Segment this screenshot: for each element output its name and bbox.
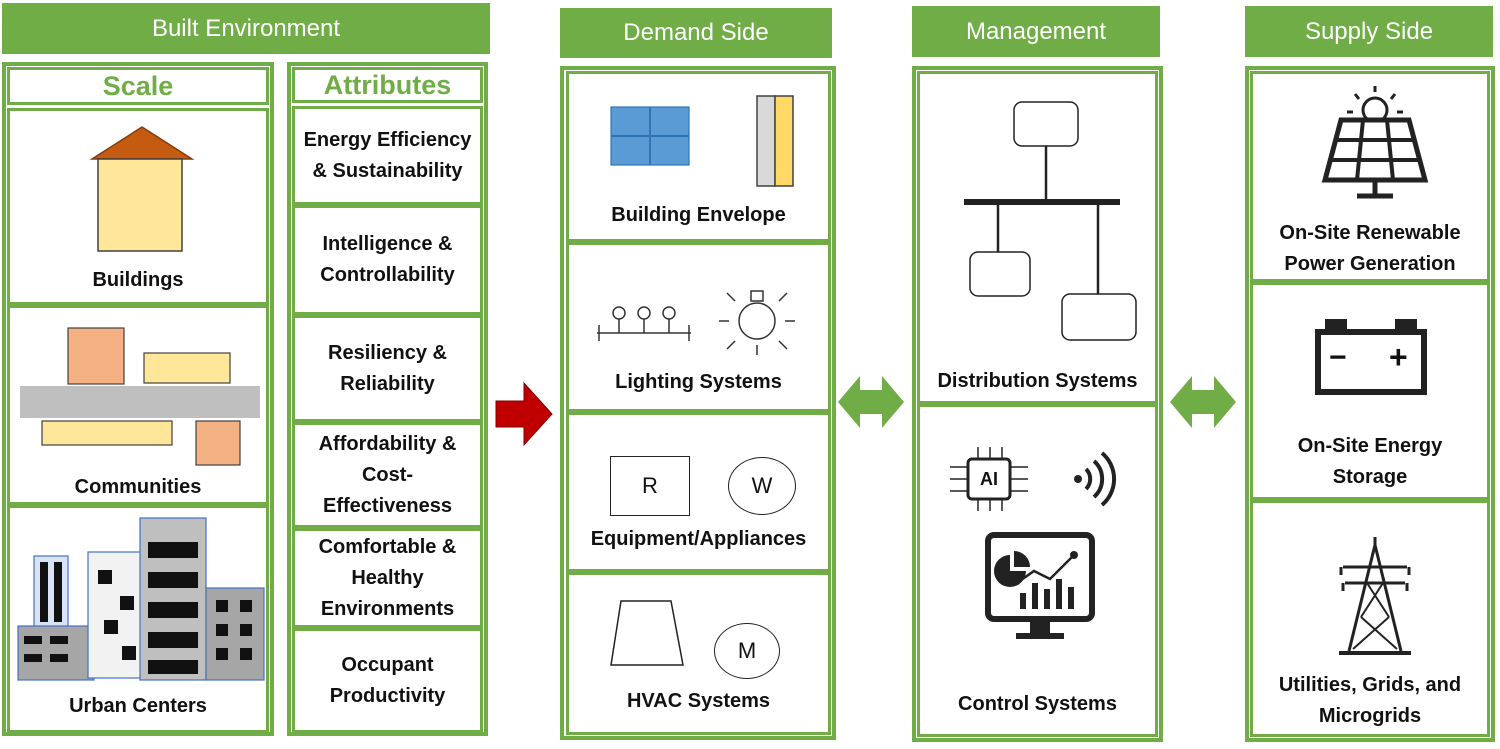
- community-blocks-icon: [20, 327, 260, 466]
- city-skyline-icon: [17, 517, 265, 681]
- ai-chip-label: AI: [980, 468, 998, 489]
- demand-equipment-label: Equipment/Appliances: [590, 528, 807, 550]
- motor-glyph: M: [737, 638, 757, 663]
- attribute-item: Intelligence & Controllability: [292, 205, 483, 315]
- motor-icon: M: [714, 623, 780, 679]
- scale-title: Scale: [7, 67, 269, 105]
- attributes-title-label: Attributes: [323, 69, 452, 100]
- header-built-environment-label: Built Environment: [151, 14, 341, 42]
- demand-lighting-cell: Lighting Systems: [566, 242, 831, 412]
- attributes-title: Attributes: [292, 67, 483, 103]
- ductwork-icon: [610, 600, 684, 666]
- transmission-tower-icon: [1339, 537, 1411, 655]
- supply-storage-label: On-Site Energy Storage: [1297, 435, 1443, 488]
- refrigerator-glyph: R: [642, 473, 658, 498]
- scale-communities-label: Communities: [74, 476, 202, 498]
- double-arrow-icon: [838, 376, 904, 428]
- header-demand-side-label: Demand Side: [623, 19, 769, 46]
- management-control-cell: AI Control Systems: [917, 404, 1158, 737]
- supply-grid-cell: Utilities, Grids, and Microgrids: [1250, 500, 1490, 737]
- attribute-item: Occupant Productivity: [292, 628, 483, 733]
- demand-hvac-cell: M HVAC Systems: [566, 572, 831, 735]
- management-distribution-cell: Distribution Systems: [917, 71, 1158, 404]
- house-icon: [89, 126, 195, 252]
- battery-plus-sign: +: [1389, 339, 1408, 375]
- attribute-item: Comfortable & Healthy Environments: [292, 528, 483, 628]
- scale-communities-cell: Communities: [7, 305, 269, 505]
- scale-buildings-label: Buildings: [92, 269, 184, 291]
- window-icon: [610, 106, 690, 166]
- analytics-monitor-icon: [985, 532, 1095, 639]
- supply-renewable-label: On-Site Renewable Power Generation: [1279, 222, 1461, 275]
- washer-glyph: W: [751, 473, 773, 498]
- light-fixture-icon: [597, 306, 691, 341]
- washer-icon: W: [728, 457, 796, 515]
- supply-grid-label: Utilities, Grids, and Microgrids: [1278, 674, 1462, 727]
- header-management: Management: [912, 6, 1160, 57]
- header-built-environment: Built Environment: [2, 3, 490, 54]
- header-demand-side: Demand Side: [560, 8, 832, 58]
- scale-urban-label: Urban Centers: [69, 695, 207, 717]
- double-arrow-icon: [1170, 376, 1236, 428]
- wireless-signal-icon: [1074, 451, 1117, 507]
- demand-hvac-label: HVAC Systems: [626, 690, 771, 712]
- demand-envelope-label: Building Envelope: [611, 204, 786, 226]
- management-distribution-label: Distribution Systems: [937, 370, 1138, 392]
- ai-chip-icon: AI: [950, 447, 1030, 511]
- red-arrow-icon: [495, 381, 553, 447]
- bulb-icon: [719, 290, 795, 355]
- scale-buildings-cell: Buildings: [7, 108, 269, 305]
- wall-section-icon: [756, 95, 794, 187]
- demand-envelope-cell: Building Envelope: [566, 71, 831, 242]
- refrigerator-icon: R: [610, 456, 690, 516]
- solar-panel-icon: [1321, 86, 1429, 199]
- demand-equipment-cell: R W Equipment/Appliances: [566, 412, 831, 572]
- battery-minus-sign: −: [1329, 341, 1347, 374]
- scale-title-label: Scale: [102, 70, 174, 101]
- demand-lighting-label: Lighting Systems: [615, 371, 782, 393]
- header-supply-side-label: Supply Side: [1304, 17, 1434, 45]
- attribute-item: Energy Efficiency & Sustainability: [292, 106, 483, 205]
- supply-renewable-cell: On-Site Renewable Power Generation: [1250, 71, 1490, 282]
- attribute-item: Affordability & Cost- Effectiveness: [292, 422, 483, 528]
- header-management-label: Management: [965, 17, 1107, 45]
- management-control-label: Control Systems: [958, 693, 1117, 715]
- attribute-item: Resiliency & Reliability: [292, 315, 483, 422]
- header-supply-side: Supply Side: [1245, 6, 1493, 57]
- supply-storage-cell: − + On-Site Energy Storage: [1250, 282, 1490, 500]
- network-tree-icon: [964, 101, 1137, 341]
- scale-urban-cell: Urban Centers: [7, 505, 269, 733]
- battery-icon: − +: [1315, 319, 1427, 397]
